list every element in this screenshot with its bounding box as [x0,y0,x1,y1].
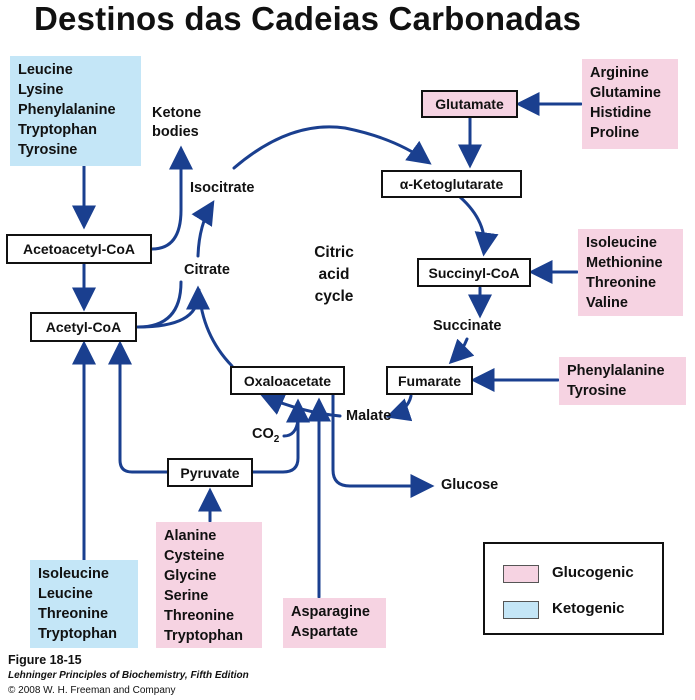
oxaloacetate-precursors-box: Asparagine Aspartate [283,598,386,648]
ketoglutarate-node: α-Ketoglutarate [381,170,522,198]
amino-acid: Phenylalanine [567,363,665,379]
amino-acid: Leucine [18,62,73,78]
oxaloacetate-node: Oxaloacetate [230,366,345,395]
amino-acid: Tryptophan [164,628,243,644]
arrow-fumarate-to-malate [385,394,413,422]
legend: Glucogenic Ketogenic [483,542,664,635]
arrow-isocitrate-to-ketoglutarate [232,125,432,170]
amino-acid: Isoleucine [586,235,657,251]
arrow-citrate-to-isocitrate [191,200,215,258]
amino-acid: Threonine [586,275,657,291]
cycle-label-line: acid [318,266,350,283]
amino-acid: Leucine [38,586,93,602]
malate-label: Malate [346,408,392,424]
succinyl-coa-node: Succinyl-CoA [417,258,531,287]
amino-acid: Threonine [164,608,235,624]
amino-acid: Lysine [18,82,64,98]
amino-acid: Glutamine [590,85,661,101]
succinyl-precursors-box: Isoleucine Methionine Threonine Valine [578,229,683,316]
co2-label: CO2 [252,426,279,445]
arrow-oxaloacetate-to-citrate [197,288,234,368]
arrow-pyruvate-to-oxaloacetate [250,398,310,474]
amino-acid: Arginine [590,65,649,81]
amino-acid: Tyrosine [567,383,627,399]
amino-acid: Alanine [164,528,217,544]
ketone-bodies-line1: Ketone [152,105,202,121]
arrow-acetyl-to-citrate [136,285,210,329]
arrow-co2-in [282,418,300,438]
ketone-bodies-label: Ketone bodies [152,104,201,142]
amino-acid: Tryptophan [18,122,97,138]
cycle-label-line: Citric [314,244,354,261]
citrate-label: Citrate [184,262,230,278]
co2-text: CO [252,426,274,442]
pyruvate-node: Pyruvate [167,458,253,487]
amino-acid: Glycine [164,568,217,584]
citric-acid-cycle-label: Citric acid cycle [306,242,362,308]
succinate-label: Succinate [433,318,502,334]
amino-acid: Valine [586,295,628,311]
amino-acid: Tryptophan [38,626,117,642]
co2-subscript: 2 [273,433,280,445]
glutamate-precursors-box: Arginine Glutamine Histidine Proline [582,59,678,149]
arrow-acetyl-to-ketone [136,280,183,329]
amino-acid: Phenylalanine [18,102,116,118]
arrow-oxaloacetate-to-glucose [331,393,435,498]
ketogenic-bottom-box: Isoleucine Leucine Threonine Tryptophan [30,560,138,648]
amino-acid: Aspartate [291,624,358,640]
pyruvate-precursors-box: Alanine Cysteine Glycine Serine Threonin… [156,522,262,648]
arrow-succinate-to-fumarate [448,337,475,365]
isocitrate-label: Isocitrate [190,180,255,196]
arrow-acetoacetyl-to-ketone [150,145,193,251]
fumarate-node: Fumarate [386,366,473,395]
copyright: © 2008 W. H. Freeman and Company [8,685,176,696]
legend-ketogenic-label: Ketogenic [552,600,625,617]
ketone-bodies-line2: bodies [152,124,199,140]
figure-number: Figure 18-15 [8,653,82,667]
cycle-label-line: cycle [314,288,354,305]
acetoacetyl-coa-node: Acetoacetyl-CoA [6,234,152,264]
acetyl-coa-node: Acetyl-CoA [30,312,137,342]
legend-glucogenic-label: Glucogenic [552,564,634,581]
page-title: Destinos das Cadeias Carbonadas [34,0,582,37]
amino-acid: Isoleucine [38,566,109,582]
ketogenic-swatch [503,601,539,619]
fumarate-precursors-box: Phenylalanine Tyrosine [559,357,686,405]
amino-acid: Methionine [586,255,663,271]
book-title: Lehninger Principles of Biochemistry, Fi… [8,670,249,681]
amino-acid: Threonine [38,606,109,622]
glucose-label: Glucose [441,477,499,493]
glucogenic-swatch [503,565,539,583]
amino-acid: Proline [590,125,640,141]
ketogenic-top-box: Leucine Lysine Phenylalanine Tryptophan … [10,56,141,166]
amino-acid: Tyrosine [18,142,78,158]
arrow-ketoglutarate-to-succinyl [458,195,499,257]
glutamate-node: Glutamate [421,90,518,118]
arrow-malate-to-oxaloacetate [259,392,342,418]
amino-acid: Cysteine [164,548,225,564]
amino-acid: Histidine [590,105,652,121]
amino-acid: Asparagine [291,604,370,620]
arrow-pyruvate-to-acetyl [108,340,170,474]
amino-acid: Serine [164,588,209,604]
